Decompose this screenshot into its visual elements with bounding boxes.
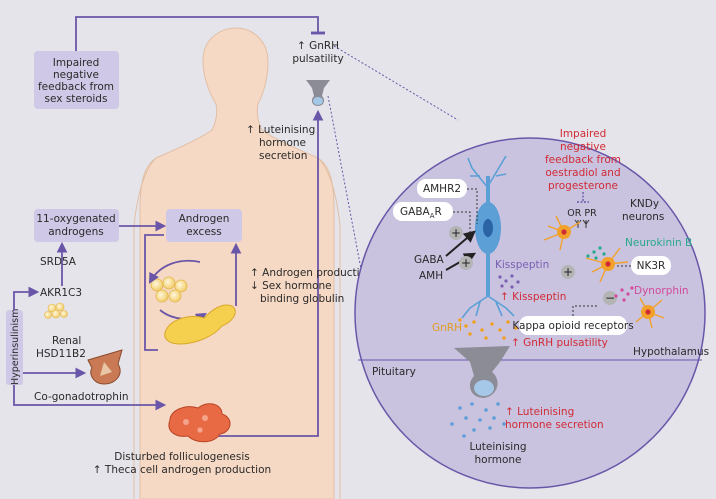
lh-dots (450, 402, 506, 438)
zoom-line-top (333, 45, 459, 121)
impaired-red-2: negative (560, 141, 606, 153)
kndy-line-1: KNDy (630, 198, 659, 210)
gaba-arrow (445, 230, 476, 257)
impaired-red-4: oestradiol and (545, 167, 620, 179)
lh-line-2: hormone (259, 137, 306, 149)
gnrh-top-line-2: pulsatility (292, 53, 343, 65)
follic-line-1: Disturbed folliculogenesis (114, 451, 249, 463)
feedback-line-3: feedback from (38, 81, 114, 93)
amhr2-label: AMHR2 (423, 183, 461, 195)
feedback-line-4: sex steroids (45, 93, 108, 105)
androgen-prod-line-3: binding globulin (260, 293, 344, 305)
oxy-line-2: androgens (48, 226, 104, 238)
pituitary-label: Pituitary (372, 366, 416, 378)
androgen-line-1: Androgen (179, 213, 230, 225)
svg-text:−: − (605, 291, 615, 305)
renal-line-1: Renal (52, 335, 81, 347)
minus-kndy-icon: − (603, 291, 617, 305)
lh-dark-2: hormone (475, 454, 522, 466)
kndy-neuron-1 (543, 215, 581, 251)
dynorphin-label: Dynorphin (634, 285, 689, 297)
cogonadotrophin-label: Co-gonadotrophin (34, 391, 129, 403)
androgen-feedback-line (144, 234, 164, 351)
impaired-red-1: Impaired (560, 128, 607, 140)
impaired-red-3: feedback from (545, 154, 621, 166)
oxygenated-box: 11-oxygenated androgens (34, 209, 119, 242)
plus-kndy-icon: + (561, 265, 575, 279)
androgen-excess-box: Androgen excess (166, 209, 242, 242)
hyperinsulinism-label: Hyperinsulinism (10, 309, 21, 385)
adipocyte-small-icon (44, 302, 68, 319)
kndy-neuron-3 (635, 297, 665, 329)
nk3r-box: NK3R (631, 256, 671, 275)
body-silhouette (133, 27, 341, 499)
gnrh-top-line-1: ↑ GnRH (297, 40, 339, 52)
kndy-line-2: neurons (622, 211, 664, 223)
feedback-line-2: negative (53, 69, 99, 81)
neurokinin-dots (586, 246, 606, 260)
fat-cycle-arrow-1 (148, 260, 201, 284)
kisspeptin-dots (498, 274, 520, 289)
zoom-line-bottom (327, 95, 379, 359)
cogonad-arrow (13, 385, 167, 411)
dynorphin-dots (614, 286, 634, 302)
amhr2-connector (467, 188, 478, 224)
nk3r-label: NK3R (637, 260, 666, 272)
renal-line-2: HSD11B2 (36, 348, 86, 360)
adipocyte-cluster-icon (150, 276, 188, 303)
plus-gaba-icon: + (449, 226, 463, 240)
hyperinsulinism-box: Hyperinsulinism (6, 309, 23, 385)
hypothalamus-label: Hypothalamus (633, 346, 709, 358)
kisspeptin-red-label: ↑ Kisspeptin (500, 291, 566, 303)
or-pr-label: OR PR (567, 208, 597, 219)
hypothalamus-panel (354, 137, 706, 489)
kappa-connector (572, 305, 598, 316)
androgen-line-2: excess (186, 226, 221, 238)
amhr2-box: AMHR2 (417, 179, 467, 198)
neurokinin-label: Neurokinin B (625, 237, 692, 249)
impaired-tbar (577, 192, 589, 203)
gnrh-dots (458, 318, 518, 340)
androgen-prod-line-2: ↓ Sex hormone (250, 280, 332, 292)
gabaar-box: GABAAR (393, 202, 453, 221)
svg-text:+: + (451, 226, 461, 240)
akr1c3-label: AKR1C3 (40, 287, 82, 299)
lh-red-1: ↑ Luteinising (505, 406, 574, 418)
hyper-to-akr-arrow (13, 286, 40, 310)
svg-text:+: + (461, 256, 471, 270)
kisspeptin-purple-label: Kisspeptin (495, 259, 549, 271)
gabaar-label: GABAAR (400, 206, 442, 220)
pancreas-icon (164, 304, 236, 345)
kndy-neuron-2 (585, 247, 629, 283)
kappa-label: Kappa opioid receptors (512, 320, 633, 332)
adrenal-kidney-icon (87, 349, 123, 385)
gnrh-orange-label: GnRH (432, 322, 462, 334)
srd5a-label: SRD5A (40, 256, 77, 268)
feedback-line-1: Impaired (53, 57, 100, 69)
pituitary-small-icon (306, 80, 330, 106)
feedback-box: Impaired negative feedback from sex ster… (34, 51, 119, 109)
lh-red-2: hormone secretion (505, 419, 604, 431)
gnrh-neuron (461, 155, 515, 319)
gaba-label: GABA (414, 254, 445, 266)
plus-amh-icon: + (459, 256, 473, 270)
lh-line-1: ↑ Luteinising (246, 124, 315, 136)
oxy-line-1: 11-oxygenated (36, 213, 115, 225)
gnrh-pulsatility-label: ↑ GnRH pulsatility (511, 337, 608, 349)
gabaar-connector (453, 211, 471, 234)
pituitary-large-icon (454, 346, 510, 398)
kappa-box: Kappa opioid receptors (512, 316, 634, 335)
amh-label: AMH (419, 270, 443, 282)
ovary-icon (168, 403, 231, 443)
androgen-prod-line-1: ↑ Androgen production (250, 267, 373, 279)
lh-dark-1: Luteinising (469, 441, 526, 453)
lh-line-3: secretion (259, 150, 307, 162)
follic-line-2: ↑ Theca cell androgen production (93, 464, 271, 476)
svg-text:+: + (563, 265, 573, 279)
impaired-red-5: progesterone (548, 180, 618, 192)
lh-arrow (212, 109, 324, 437)
feedback-connector (75, 16, 326, 51)
